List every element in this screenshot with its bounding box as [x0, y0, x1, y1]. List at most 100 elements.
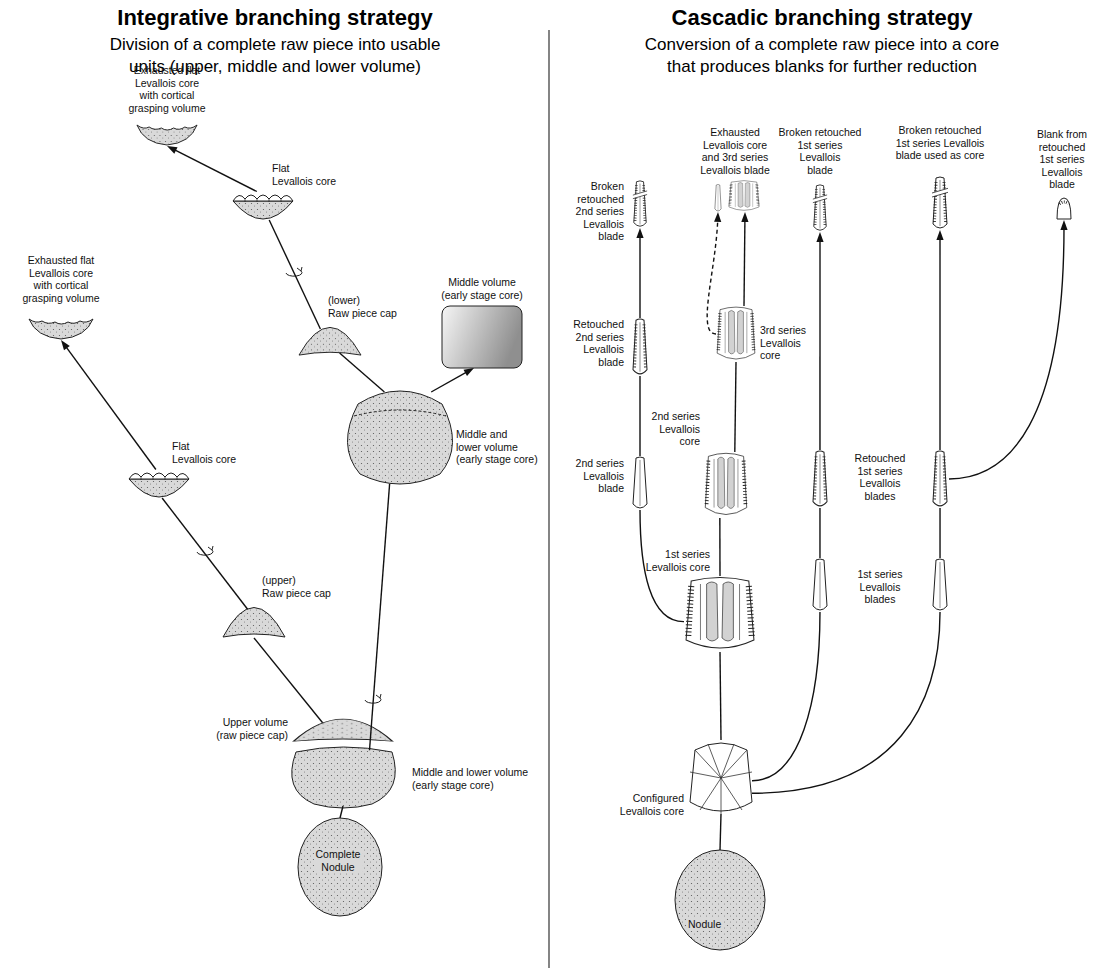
node-label: Nodule	[686, 918, 723, 931]
arrowhead	[816, 232, 823, 242]
connector-line	[639, 376, 640, 456]
levallois-core	[686, 578, 754, 649]
node-label: Retouched 1st series Levallois blades	[855, 452, 906, 502]
panel-divider	[548, 30, 549, 968]
artifact-node: Flat Levallois core	[128, 468, 190, 498]
retouched-blade	[633, 319, 647, 374]
artifact-node: Broken retouched 1st series Levallois bl…	[931, 176, 949, 230]
panel-subtitle: Conversion of a complete raw piece into …	[636, 34, 1008, 78]
connector	[269, 220, 320, 329]
raw-piece-cap	[294, 719, 393, 741]
artifact-node: Complete Nodule	[298, 818, 382, 916]
connector	[719, 518, 720, 576]
connector	[720, 814, 721, 850]
connector	[640, 376, 641, 456]
artifact-node: Flat Levallois core	[232, 190, 294, 220]
arrowhead	[714, 212, 721, 222]
connector	[707, 212, 721, 334]
node-label: Exhausted flat Levallois core with corti…	[22, 254, 99, 304]
connector-line	[431, 371, 468, 392]
artifact-node: (upper) Raw piece cap	[222, 606, 286, 638]
connector	[340, 806, 343, 818]
levallois-blade	[813, 559, 827, 610]
raw-piece-cap	[223, 608, 285, 638]
flat-core	[233, 195, 293, 219]
connector	[636, 228, 643, 318]
connector-line	[720, 652, 721, 740]
node-label: Middle and lower volume (early stage cor…	[456, 428, 538, 466]
connector-line	[340, 353, 385, 392]
arrowhead	[1060, 220, 1067, 230]
artifact-node: 2nd series Levallois blade	[631, 456, 649, 510]
connector	[819, 508, 820, 558]
node-label: Middle volume (early stage core)	[441, 276, 523, 301]
node-label: Flat Levallois core	[172, 440, 236, 465]
node-label: Configured Levallois core	[620, 792, 684, 817]
arrowhead	[167, 146, 178, 154]
connector-line	[949, 227, 1064, 479]
arrowhead	[464, 368, 474, 376]
retouch	[1060, 202, 1069, 204]
node-label: Exhausted Levallois core and 3rd series …	[700, 126, 769, 176]
exhausted-core	[729, 181, 759, 211]
flake-scars	[690, 744, 752, 814]
artifact-node: Configured Levallois core	[690, 740, 752, 814]
artifact-node: 1st series Levallois core	[684, 576, 756, 652]
connector-line	[819, 508, 820, 558]
middle-volume-block	[442, 306, 522, 368]
node-label: Retouched 2nd series Levallois blade	[573, 318, 624, 368]
connector	[254, 638, 323, 723]
connector	[752, 612, 820, 781]
connector-line	[65, 346, 156, 470]
connector-line	[370, 484, 390, 750]
artifact-node: Middle volume (early stage core)	[442, 306, 522, 368]
artifact-node: Retouched 2nd series Levallois blade	[631, 318, 649, 376]
artifact-node: 1st series Levallois blades	[811, 558, 949, 612]
connector	[741, 212, 748, 306]
connector-line	[743, 219, 745, 306]
node-label: Broken retouched 1st series Levallois bl…	[779, 126, 862, 176]
node-label: 3rd series Levallois core	[760, 324, 806, 362]
flat-core	[129, 473, 189, 497]
node-label: Blank from retouched 1st series Levalloi…	[1037, 128, 1087, 191]
node-label: Exhausted flat Levallois core with corti…	[128, 64, 205, 114]
connector	[370, 484, 390, 750]
node-label: 2nd series Levallois core	[652, 410, 700, 448]
connector	[816, 232, 823, 450]
artifact-node: Blank from retouched 1st series Levalloi…	[1056, 198, 1072, 220]
connector-line	[639, 235, 640, 318]
node-label: Flat Levallois core	[272, 162, 336, 187]
exhausted-core	[137, 125, 197, 145]
retouched-blade	[813, 451, 827, 506]
levallois-core	[705, 453, 746, 514]
broken-blade	[812, 185, 828, 230]
early-stage-core	[347, 391, 452, 484]
arrowhead	[741, 212, 748, 222]
artifact-node: Middle and lower volume (early stage cor…	[290, 744, 396, 806]
artifact-node: Broken retouched 1st series Levallois bl…	[812, 184, 828, 232]
arrowhead	[61, 340, 70, 350]
connector-line	[173, 149, 257, 191]
artifact-node: (lower) Raw piece cap	[298, 326, 362, 356]
node-label: (lower) Raw piece cap	[328, 294, 397, 319]
node-label: 2nd series Levallois blade	[576, 457, 624, 495]
artifact-node: 2nd series Levallois core	[704, 452, 748, 518]
connector-line	[819, 239, 820, 450]
artifact-node: 3rd series Levallois core	[716, 306, 756, 362]
connector	[752, 612, 940, 793]
connector-line	[719, 518, 721, 576]
levallois-blade	[633, 457, 647, 508]
connector	[936, 230, 943, 450]
connector-line	[735, 362, 736, 452]
cut-line	[354, 410, 446, 416]
node-label: (upper) Raw piece cap	[262, 574, 331, 599]
connector-line	[254, 638, 323, 723]
connector	[162, 498, 248, 609]
raw-piece-cap	[299, 327, 361, 355]
node-label: Broken retouched 2nd series Levallois bl…	[576, 180, 624, 243]
node-label: 1st series Levallois core	[646, 548, 710, 573]
connector-line	[752, 612, 820, 781]
exhausted-core	[29, 319, 93, 339]
node-label: Middle and lower volume (early stage cor…	[412, 766, 528, 791]
